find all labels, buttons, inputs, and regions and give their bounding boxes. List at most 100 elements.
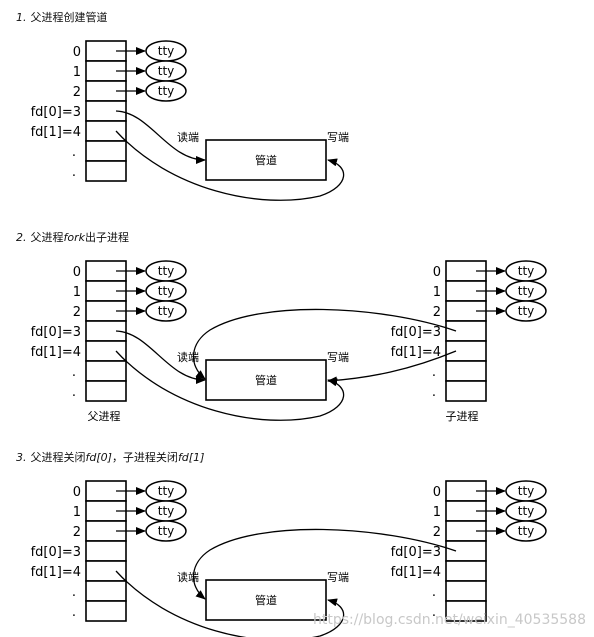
fd-label-2: 2 [73, 305, 81, 320]
child-caption: 子进程 [446, 410, 479, 423]
fd-label-4: fd[1]=4 [31, 565, 81, 580]
pipe-box [205, 359, 327, 401]
fd-label-0: 0 [433, 485, 441, 500]
parent-write-wire [115, 350, 345, 421]
read-end-label: 读端 [177, 570, 199, 584]
tty-label: tty [158, 504, 175, 518]
fd-label-5: . [72, 365, 76, 380]
tty-label: tty [158, 264, 175, 278]
tty-node [145, 80, 187, 102]
fd-cell-4 [85, 120, 127, 142]
tty-label: tty [518, 484, 535, 498]
fd-label-6: . [72, 605, 76, 620]
section-2-title: 2. 父进程fork出子进程 [16, 230, 129, 244]
fd-cell-4 [445, 340, 487, 362]
fd-cell-5 [85, 580, 127, 602]
child-fd-labels: 0 1 2 fd[0]=3 fd[1]=4 . . [391, 265, 441, 400]
fd-label-5: . [72, 585, 76, 600]
fd-label-5: . [72, 145, 76, 160]
parent-fd-table [85, 480, 127, 622]
tty-node [145, 300, 187, 322]
tty-node [505, 300, 547, 322]
fd-label-2: 2 [433, 305, 441, 320]
fd-label-2: 2 [433, 525, 441, 540]
parent-read-wire [115, 330, 206, 384]
tty-label: tty [518, 304, 535, 318]
fd-cell-5 [445, 580, 487, 602]
parent-write-wire [115, 570, 345, 637]
pipe-label: 管道 [255, 153, 277, 167]
parent-read-wire [115, 110, 206, 164]
fd-label-4: fd[1]=4 [391, 345, 441, 360]
read-end-label: 读端 [177, 350, 199, 364]
fd-label-4: fd[1]=4 [31, 345, 81, 360]
child-fd-labels: 0 1 2 fd[0]=3 fd[1]=4 . . [391, 485, 441, 620]
section-2-number: 2. [16, 231, 27, 244]
section-3-title-pre: 父进程关闭 [31, 450, 86, 464]
child-fd-table [445, 260, 487, 402]
fd-cell-6 [85, 160, 127, 182]
parent-fd-labels: 0 1 2 fd[0]=3 fd[1]=4 . . [31, 265, 81, 400]
fd-cell-4 [85, 340, 127, 362]
fd-label-3: fd[0]=3 [391, 545, 441, 560]
fd-cell-6 [445, 380, 487, 402]
tty-label: tty [158, 304, 175, 318]
fd-cell-5 [85, 360, 127, 382]
fd-label-0: 0 [73, 265, 81, 280]
tty-node [505, 520, 547, 542]
fd-cell-6 [445, 600, 487, 622]
pipe-label: 管道 [255, 373, 277, 387]
fd-label-5: . [432, 365, 436, 380]
fd-cell-3 [445, 320, 487, 342]
fd-label-2: 2 [73, 525, 81, 540]
parent-write-wire [115, 130, 345, 201]
tty-label: tty [518, 524, 535, 538]
fd-label-5: . [432, 585, 436, 600]
section-2-title-italic: fork [64, 231, 86, 244]
section-1-title-text: 父进程创建管道 [31, 10, 108, 24]
write-end-label: 写端 [327, 131, 349, 144]
pipe-box [205, 579, 327, 621]
fd-cell-5 [445, 360, 487, 382]
write-end-label: 写端 [327, 571, 349, 584]
read-end-label: 读端 [177, 130, 199, 144]
fd-label-1: 1 [433, 285, 441, 300]
fd-label-1: 1 [73, 285, 81, 300]
fd-label-1: 1 [433, 505, 441, 520]
fd-cell-4 [445, 560, 487, 582]
fd-label-2: 2 [73, 85, 81, 100]
fd-cell-6 [85, 380, 127, 402]
fd-label-1: 1 [73, 505, 81, 520]
fd-label-3: fd[0]=3 [391, 325, 441, 340]
write-end-label: 写端 [327, 351, 349, 364]
fd-label-3: fd[0]=3 [31, 105, 81, 120]
section-3-title-mid: ，子进程关闭 [112, 450, 178, 464]
fd-label-3: fd[0]=3 [31, 545, 81, 560]
fd-label-6: . [72, 385, 76, 400]
tty-label: tty [158, 44, 175, 58]
section-2-title-post: 出子进程 [85, 230, 129, 244]
fd-label-6: . [432, 385, 436, 400]
section-2: 2.父进程fork出子进程 0 1 2 fd[0]=3 fd[1]=4 . . … [16, 230, 547, 423]
section-3: 3.父进程关闭fd[0]，子进程关闭fd[1] 0 1 2 fd[0]=3 fd… [16, 450, 547, 637]
fd-label-6: . [72, 165, 76, 180]
section-2-title-pre: 父进程 [31, 231, 64, 244]
fd-label-1: 1 [73, 65, 81, 80]
tty-label: tty [158, 524, 175, 538]
fd-label-0: 0 [433, 265, 441, 280]
fd-label-4: fd[1]=4 [31, 125, 81, 140]
tty-label: tty [158, 84, 175, 98]
fd-label-4: fd[1]=4 [391, 565, 441, 580]
parent-fd-labels: 0 1 2 fd[0]=3 fd[1]=4 . . [31, 485, 81, 620]
fd-label-3: fd[0]=3 [31, 325, 81, 340]
tty-node [145, 520, 187, 542]
section-3-title-italic-1: fd[0] [86, 451, 112, 464]
section-1: 1.父进程创建管道 0 1 2 fd[0]=3 fd[1]=4 . . tty [16, 10, 349, 201]
fd-cell-5 [85, 140, 127, 162]
child-read-wire [192, 308, 457, 380]
fd-cell-3 [85, 540, 127, 562]
child-write-wire [327, 350, 457, 385]
fd-label-0: 0 [73, 485, 81, 500]
fd-cell-6 [85, 600, 127, 622]
